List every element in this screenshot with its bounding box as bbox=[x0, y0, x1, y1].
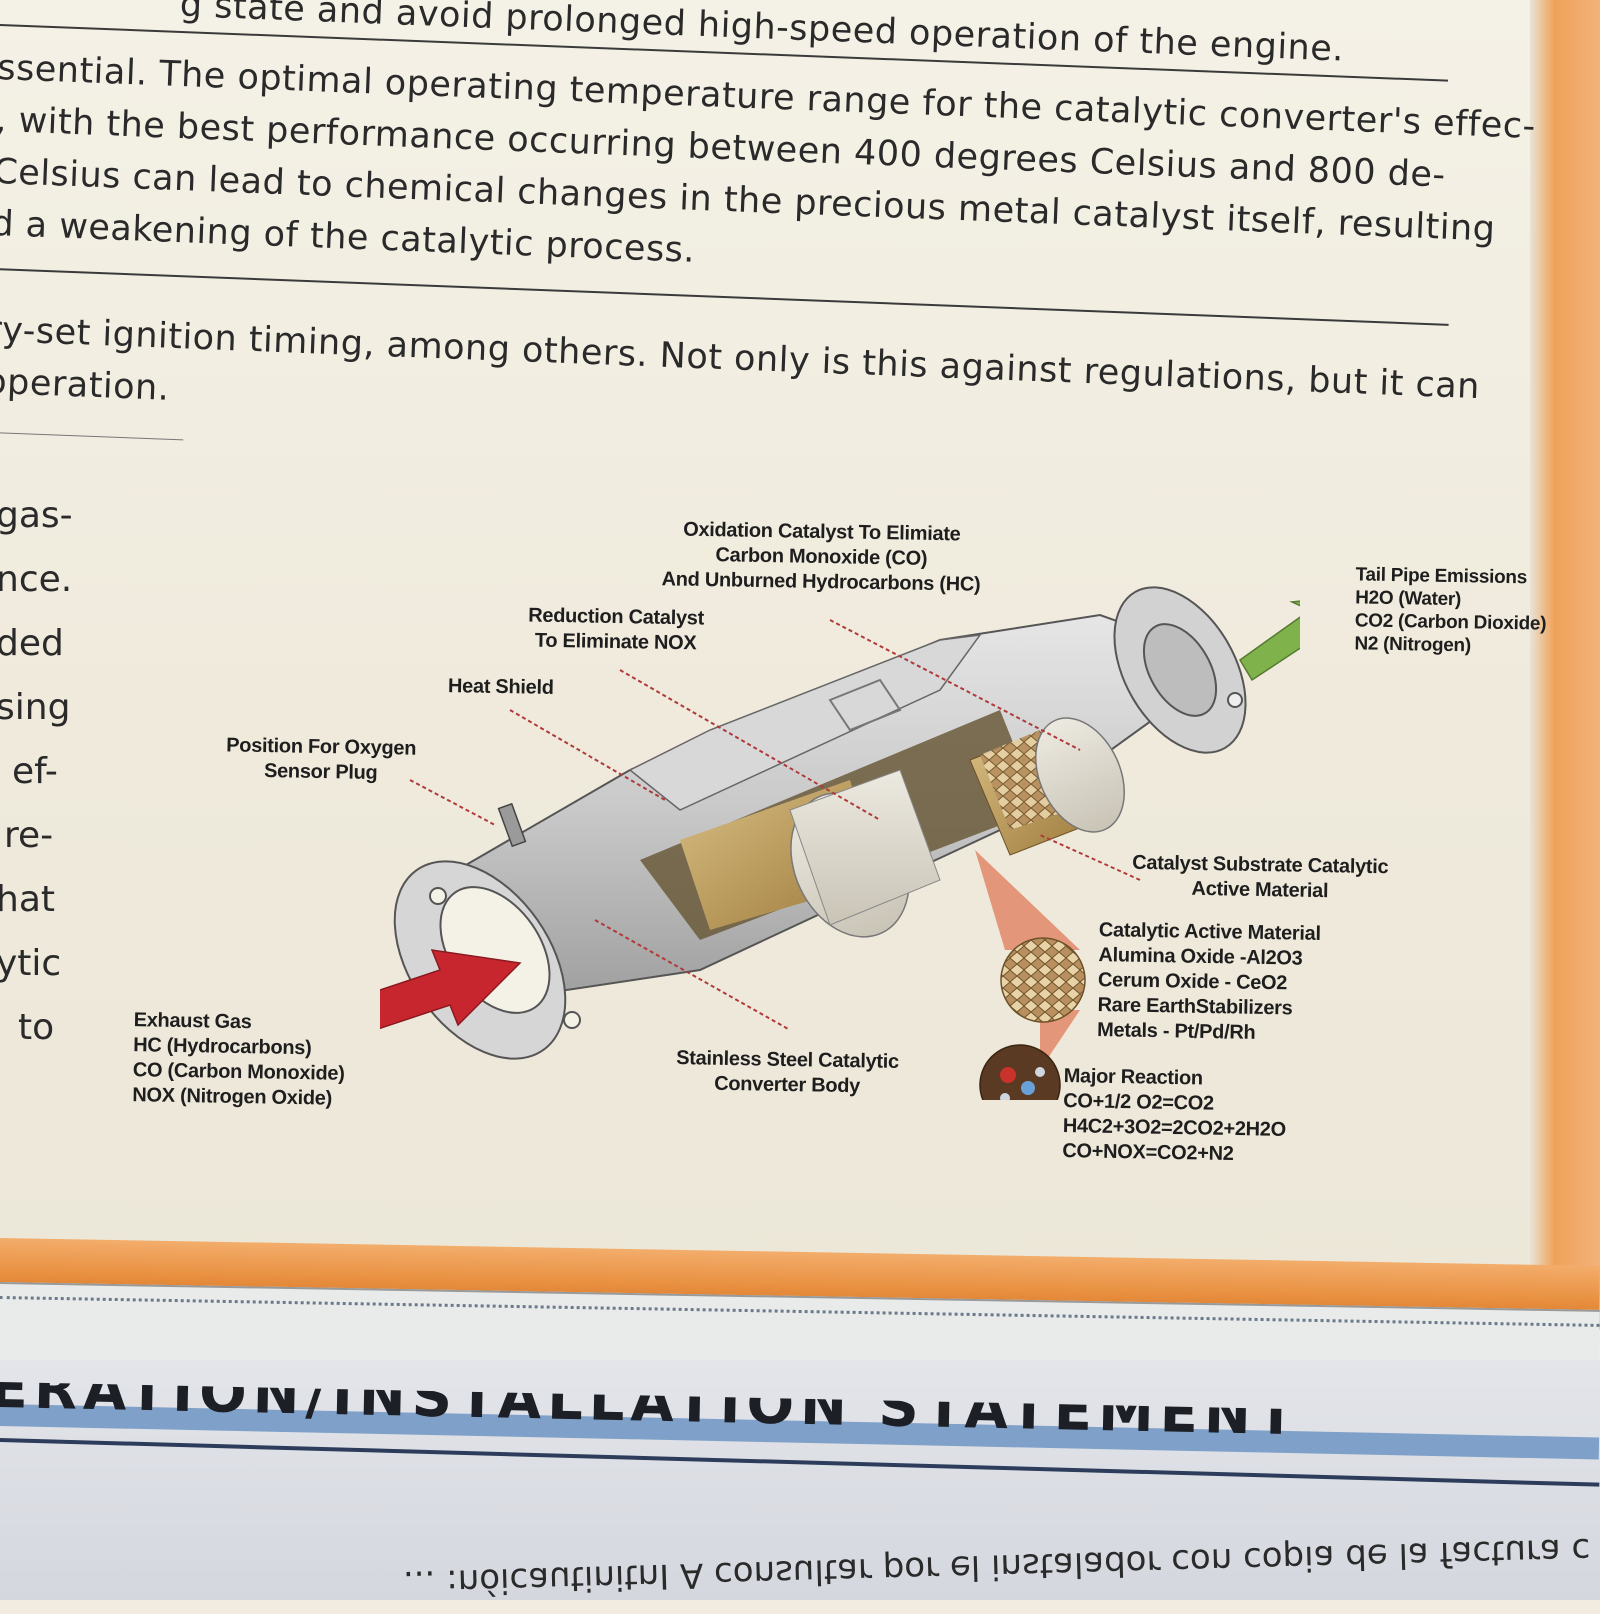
substrate-monolith-front bbox=[789, 769, 941, 938]
text-line: ry-set ignition timing, among others. No… bbox=[0, 309, 1481, 408]
divider bbox=[0, 431, 184, 441]
text-fragment: ded bbox=[0, 623, 64, 664]
outlet-arrow-icon bbox=[1239, 600, 1300, 682]
substrate-monolith-rear bbox=[969, 717, 1125, 856]
divider bbox=[0, 267, 1449, 326]
sheet-orange-edge bbox=[1530, 0, 1600, 1330]
text-fragment: ytic bbox=[0, 943, 62, 984]
label-active-material: Catalytic Active Material Alumina Oxide … bbox=[1096, 919, 1321, 1044]
catalytic-converter-illustration bbox=[380, 586, 1300, 1100]
text-fragment: gas- bbox=[0, 495, 73, 536]
text-fragment: ef- bbox=[12, 751, 58, 792]
detail-callout-cones bbox=[975, 850, 1080, 1070]
label-converter-body: Stainless Steel Catalytic Converter Body bbox=[676, 1047, 900, 1098]
text-fragment: hat bbox=[0, 879, 55, 920]
body-text: g state and avoid prolonged high-speed o… bbox=[0, 0, 1599, 521]
left-column-text: gas- nce. ded sing ef- re- hat ytic to bbox=[0, 495, 110, 1055]
instruction-sheet bbox=[0, 0, 1600, 1320]
text-line: operation. bbox=[0, 361, 171, 409]
label-reduction-catalyst: Reduction Catalyst To Eliminate NOX bbox=[528, 604, 705, 655]
text-fragment: to bbox=[18, 1007, 55, 1048]
label-oxidation-catalyst: Oxidation Catalyst To Elimiate Carbon Mo… bbox=[661, 518, 981, 596]
text-fragment: sing bbox=[0, 687, 71, 728]
text-fragment: nce. bbox=[0, 559, 73, 600]
label-tail-pipe-emissions: Tail Pipe Emissions H2O (Water) CO2 (Car… bbox=[1354, 564, 1547, 657]
reaction-molecule-icon bbox=[979, 1044, 1061, 1100]
second-sheet bbox=[0, 1360, 1600, 1600]
leader-lines bbox=[409, 619, 1141, 1031]
inlet-arrow-icon bbox=[380, 949, 522, 1030]
oxygen-sensor-plug bbox=[497, 802, 527, 848]
label-heat-shield: Heat Shield bbox=[447, 675, 554, 699]
outlet-flange bbox=[1113, 586, 1247, 754]
honeycomb-detail-icon bbox=[1000, 937, 1086, 1023]
label-exhaust-gas: Exhaust Gas HC (Hydrocarbons) CO (Carbon… bbox=[132, 1009, 345, 1110]
label-major-reaction: Major Reaction CO+1/2 O2=CO2 H4C2+3O2=2C… bbox=[1062, 1065, 1287, 1166]
label-catalyst-substrate: Catalyst Substrate Catalytic Active Mate… bbox=[1132, 851, 1389, 903]
label-oxygen-sensor: Position For Oxygen Sensor Plug bbox=[226, 734, 417, 784]
text-fragment: re- bbox=[4, 815, 54, 856]
